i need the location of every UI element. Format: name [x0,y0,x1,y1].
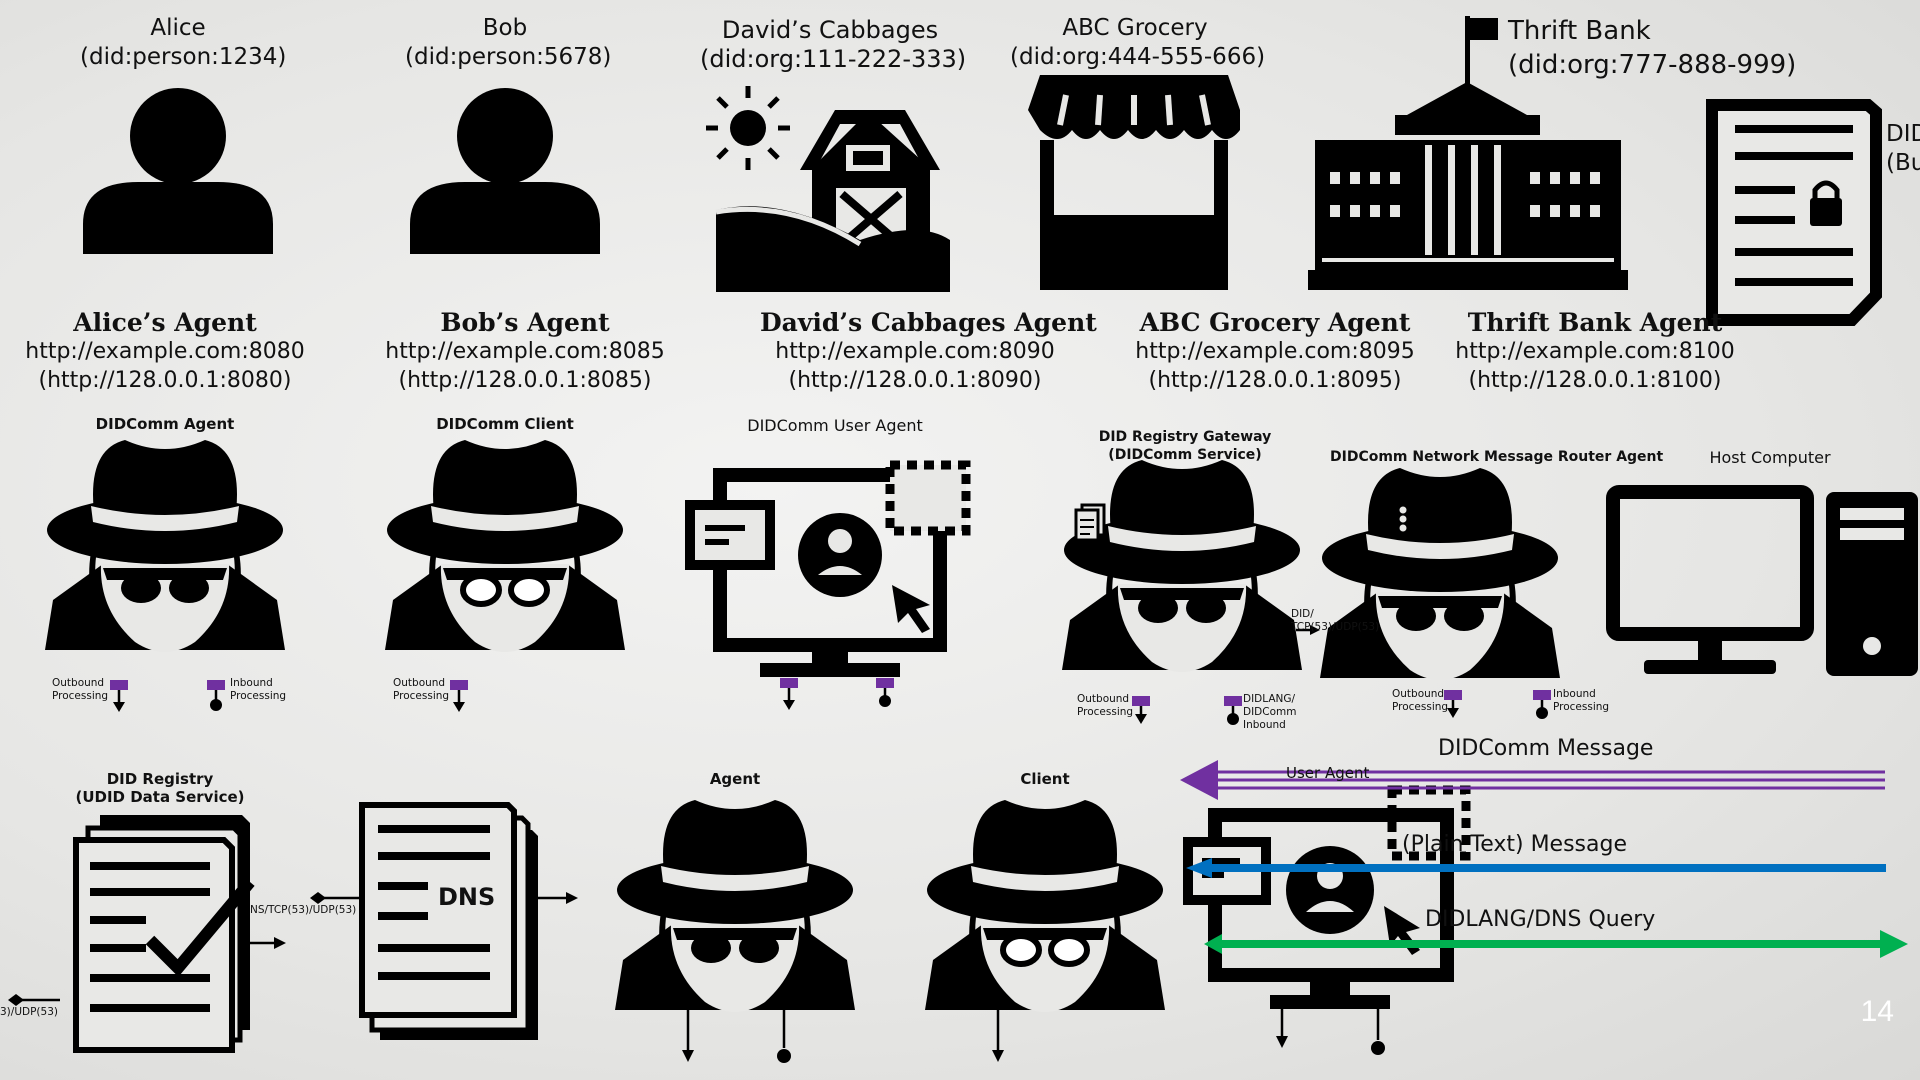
router-agent-label: DIDComm Network Message Router Agent [1330,449,1664,465]
registry-gateway-spy-icon [1062,460,1302,672]
store-icon [1028,75,1240,290]
router-spy-icon [1320,468,1560,680]
did-registry-label: DID Registry(UDID Data Service) [75,770,245,806]
plain-text-message-label: (Plain Text) Message [1402,832,1627,857]
agent-bob: Bob’s Agent http://example.com:8085 (htt… [385,308,665,393]
entity-thrift-bank-label: Thrift Bank(did:org:777-888-999) [1508,16,1797,80]
agent-client-connectors [682,1010,1004,1063]
didcomm-client-spy-icon [385,440,625,652]
agent-davids-cabbages: David’s Cabbages Agent http://example.co… [760,308,1097,393]
did-registry-docs-icon [73,815,255,1053]
entity-alice-label: Alice(did:person:1234) [80,15,287,70]
did-tcp-udp-label: DID/TCP(53)/UDP(53) [1291,608,1380,633]
user-agent-label: User Agent [1286,764,1370,782]
client-spy-icon [925,800,1165,1012]
bob-person-icon [410,88,600,254]
dns-query-arrow [1204,930,1908,958]
dns-query-label: DIDLANG/DNS Query [1425,907,1656,932]
host-computer-label: Host Computer [1709,448,1831,467]
agent-abc-grocery: ABC Grocery Agent http://example.com:809… [1135,308,1415,393]
host-computer-icon [1606,485,1918,676]
didcomm-agent-label: DIDComm Agent [95,415,235,433]
ns-tcp-udp-label: NS/TCP(53)/UDP(53) [250,904,357,916]
entity-davids-cabbages-label: David’s Cabbages(did:org:111-222-333) [700,16,967,73]
entity-did-label: DID(Bu [1886,121,1920,176]
farm-barn-icon [706,86,950,292]
entity-bob-label: Bob(did:person:5678) [405,15,612,70]
docs-small-icon [1074,503,1106,542]
alice-person-icon [83,88,273,254]
didcomm-user-agent-label: DIDComm User Agent [747,416,923,435]
didcomm-message-label: DIDComm Message [1438,736,1654,761]
dns-connectors [310,892,578,904]
bank-icon [1308,16,1628,290]
dns-label: DNS [438,883,496,911]
did-document-icon [1706,99,1882,326]
agent-spy-icon [615,800,855,1012]
didcomm-user-agent-icon [690,465,966,677]
registry-connectors [8,937,286,1006]
didcomm-message-arrow [1180,760,1885,800]
agent-label: Agent [709,770,761,788]
traffic-light-icon [1388,503,1418,535]
port-connectors-row3 [110,625,1551,725]
client-label: Client [1020,770,1070,788]
dns-docs-icon [359,802,538,1040]
plain-text-message-arrow [1186,858,1886,878]
didcomm-agent-spy-icon [45,440,285,652]
didcomm-client-label: DIDComm Client [436,415,574,433]
agent-alice: Alice’s Agent http://example.com:8080 (h… [25,308,305,393]
agent-thrift-bank: Thrift Bank Agent http://example.com:810… [1455,308,1735,393]
entity-abc-grocery-label: ABC Grocery(did:org:444-555-666) [1010,15,1266,70]
page-number: 14 [1860,995,1894,1028]
did-registry-gateway-label: DID Registry Gateway(DIDComm Service) [1098,429,1272,463]
udp-left-label: 3)/UDP(53) [0,1006,58,1018]
